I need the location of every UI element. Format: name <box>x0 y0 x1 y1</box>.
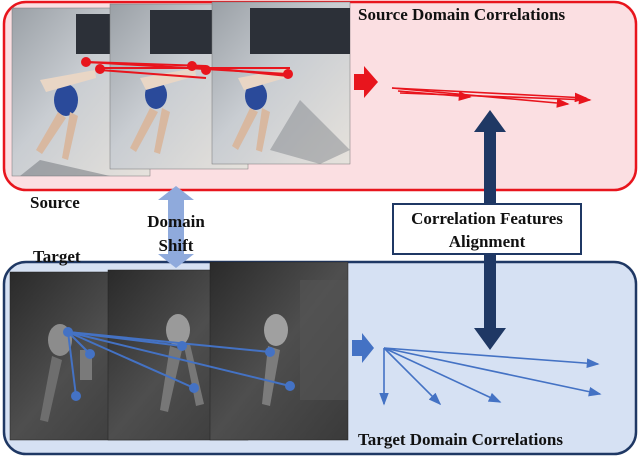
target-label: Target <box>33 247 81 266</box>
source-label: Source <box>30 193 80 212</box>
target-frame-3 <box>209 261 349 441</box>
source-keypoint-links <box>81 57 293 79</box>
source-frame-3 <box>211 1 351 165</box>
alignment-line-2: Alignment <box>448 232 526 251</box>
alignment-arrow <box>474 110 506 350</box>
alignment-line-1: Correlation Features <box>411 209 563 228</box>
alignment-box: Correlation Features Alignment <box>392 203 582 255</box>
source-domain-title: Source Domain Correlations <box>358 5 566 24</box>
target-video-frames <box>9 261 349 441</box>
domain-shift-label: Domain Shift <box>133 210 219 258</box>
source-correlation-vectors <box>391 87 592 108</box>
domain-shift-line-2: Shift <box>158 236 194 255</box>
target-domain-title: Target Domain Correlations <box>358 430 563 449</box>
target-correlation-vectors <box>379 347 602 406</box>
domain-shift-line-1: Domain <box>147 212 205 231</box>
target-keypoint-links <box>63 327 295 401</box>
source-forward-arrow <box>354 66 378 98</box>
domain-shift-arrow <box>158 186 194 268</box>
source-video-frames <box>11 1 351 177</box>
target-forward-arrow <box>352 333 374 363</box>
